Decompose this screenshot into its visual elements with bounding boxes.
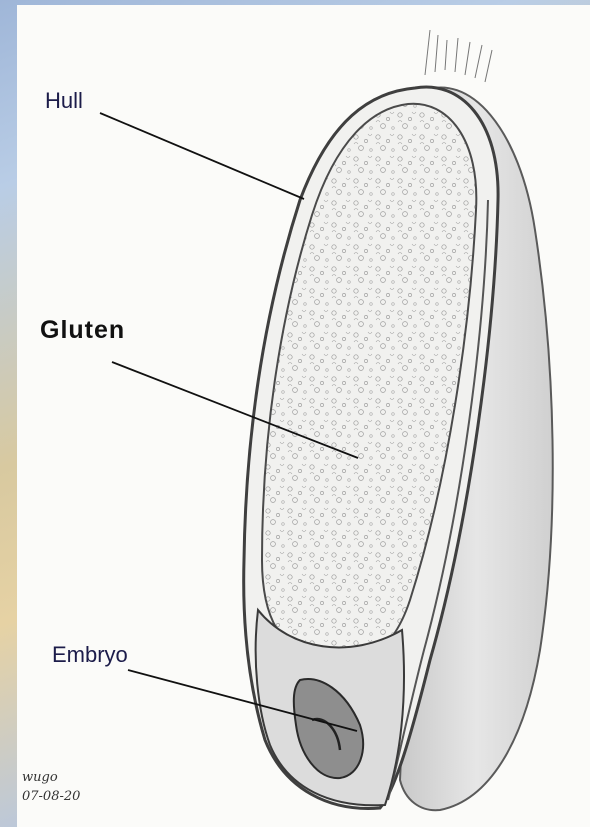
- grain-hairs: [425, 30, 492, 82]
- embryo-label: Embryo: [52, 642, 128, 668]
- signature-date: 07-08-20: [22, 789, 80, 804]
- artist-signature: wugo: [22, 770, 58, 785]
- hull-label: Hull: [45, 88, 83, 114]
- gluten-label: Gluten: [40, 316, 125, 345]
- hull-leader-line: [100, 113, 304, 199]
